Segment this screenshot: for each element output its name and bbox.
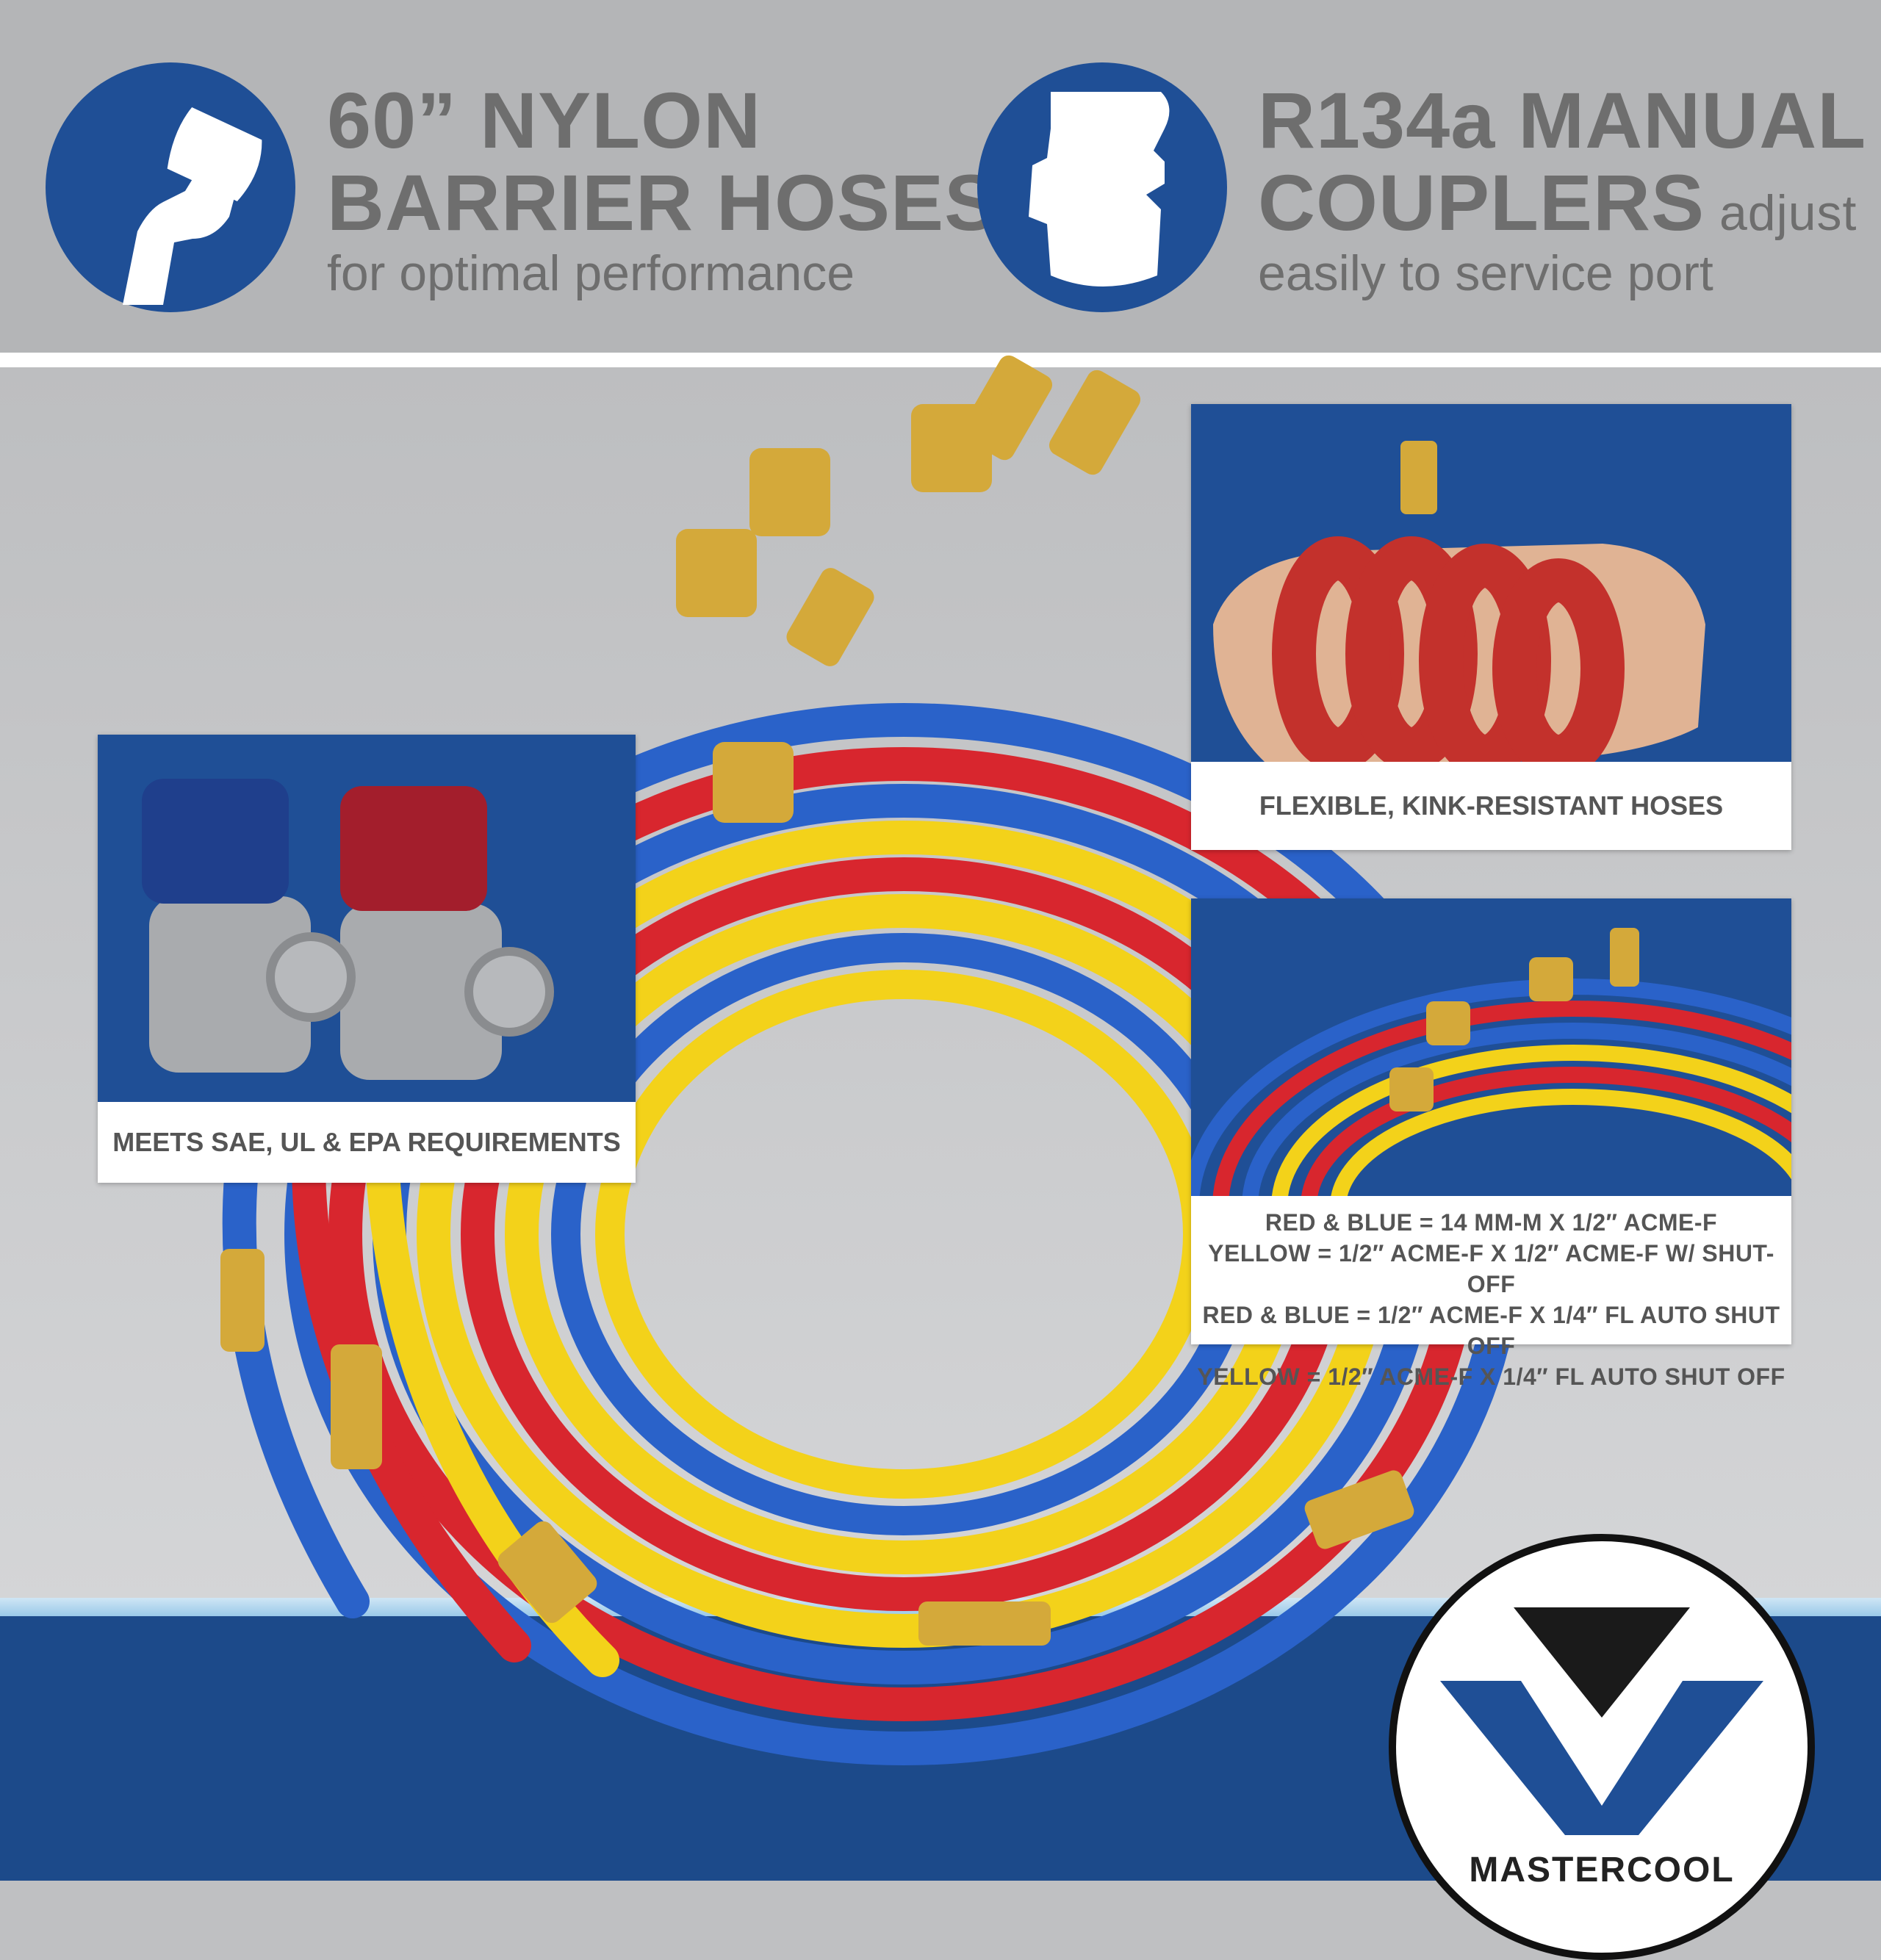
flexible-hose-panel: FLEXIBLE, KINK-RESISTANT HOSES bbox=[1191, 404, 1791, 850]
spec-line: RED & BLUE = 1/2″ ACME-F X 1/4″ FL AUTO … bbox=[1202, 1302, 1780, 1359]
spec-line: RED & BLUE = 14 MM-M X 1/2″ ACME-F bbox=[1265, 1209, 1718, 1236]
header-divider bbox=[0, 353, 1881, 367]
couplers-photo bbox=[98, 735, 636, 1102]
hose-fitting-icon bbox=[46, 62, 295, 312]
mastercool-logo: MASTERCOOL bbox=[1389, 1534, 1815, 1960]
feature-hoses-title-2: BARRIER HOSES bbox=[327, 158, 999, 247]
spec-line: YELLOW = 1/2″ ACME-F X 1/2″ ACME-F W/ SH… bbox=[1208, 1240, 1774, 1297]
feature-couplers: R134a MANUAL COUPLERS adjust easily to s… bbox=[1258, 79, 1866, 303]
feature-couplers-subtitle: easily to service port bbox=[1258, 245, 1713, 301]
specs-list: RED & BLUE = 14 MM-M X 1/2″ ACME-F YELLO… bbox=[1191, 1207, 1791, 1390]
specs-photo bbox=[1183, 898, 1881, 1435]
specs-panel: RED & BLUE = 14 MM-M X 1/2″ ACME-F YELLO… bbox=[1183, 898, 1881, 1435]
mastercool-logo-mark bbox=[1440, 1607, 1763, 1835]
flexible-hose-photo bbox=[1191, 404, 1791, 779]
couplers-panel: MEETS SAE, UL & EPA REQUIREMENTS bbox=[98, 735, 636, 1183]
feature-hoses: 60” NYLON BARRIER HOSES for optimal perf… bbox=[327, 79, 998, 303]
feature-couplers-title-2: COUPLERS bbox=[1258, 158, 1705, 247]
couplers-caption: MEETS SAE, UL & EPA REQUIREMENTS bbox=[112, 1127, 621, 1157]
feature-couplers-suffix: adjust bbox=[1705, 185, 1857, 241]
spec-line: YELLOW = 1/2″ ACME-F X 1/4″ FL AUTO SHUT… bbox=[1197, 1363, 1785, 1390]
header-band bbox=[0, 0, 1881, 353]
feature-hoses-subtitle: for optimal performance bbox=[327, 245, 855, 301]
feature-hoses-title-1: 60” NYLON bbox=[327, 76, 762, 165]
coupler-icon bbox=[977, 62, 1227, 312]
flexible-hose-caption: FLEXIBLE, KINK-RESISTANT HOSES bbox=[1259, 790, 1724, 821]
brand-name: MASTERCOOL bbox=[1469, 1851, 1735, 1889]
feature-couplers-title-1: R134a MANUAL bbox=[1258, 76, 1867, 165]
